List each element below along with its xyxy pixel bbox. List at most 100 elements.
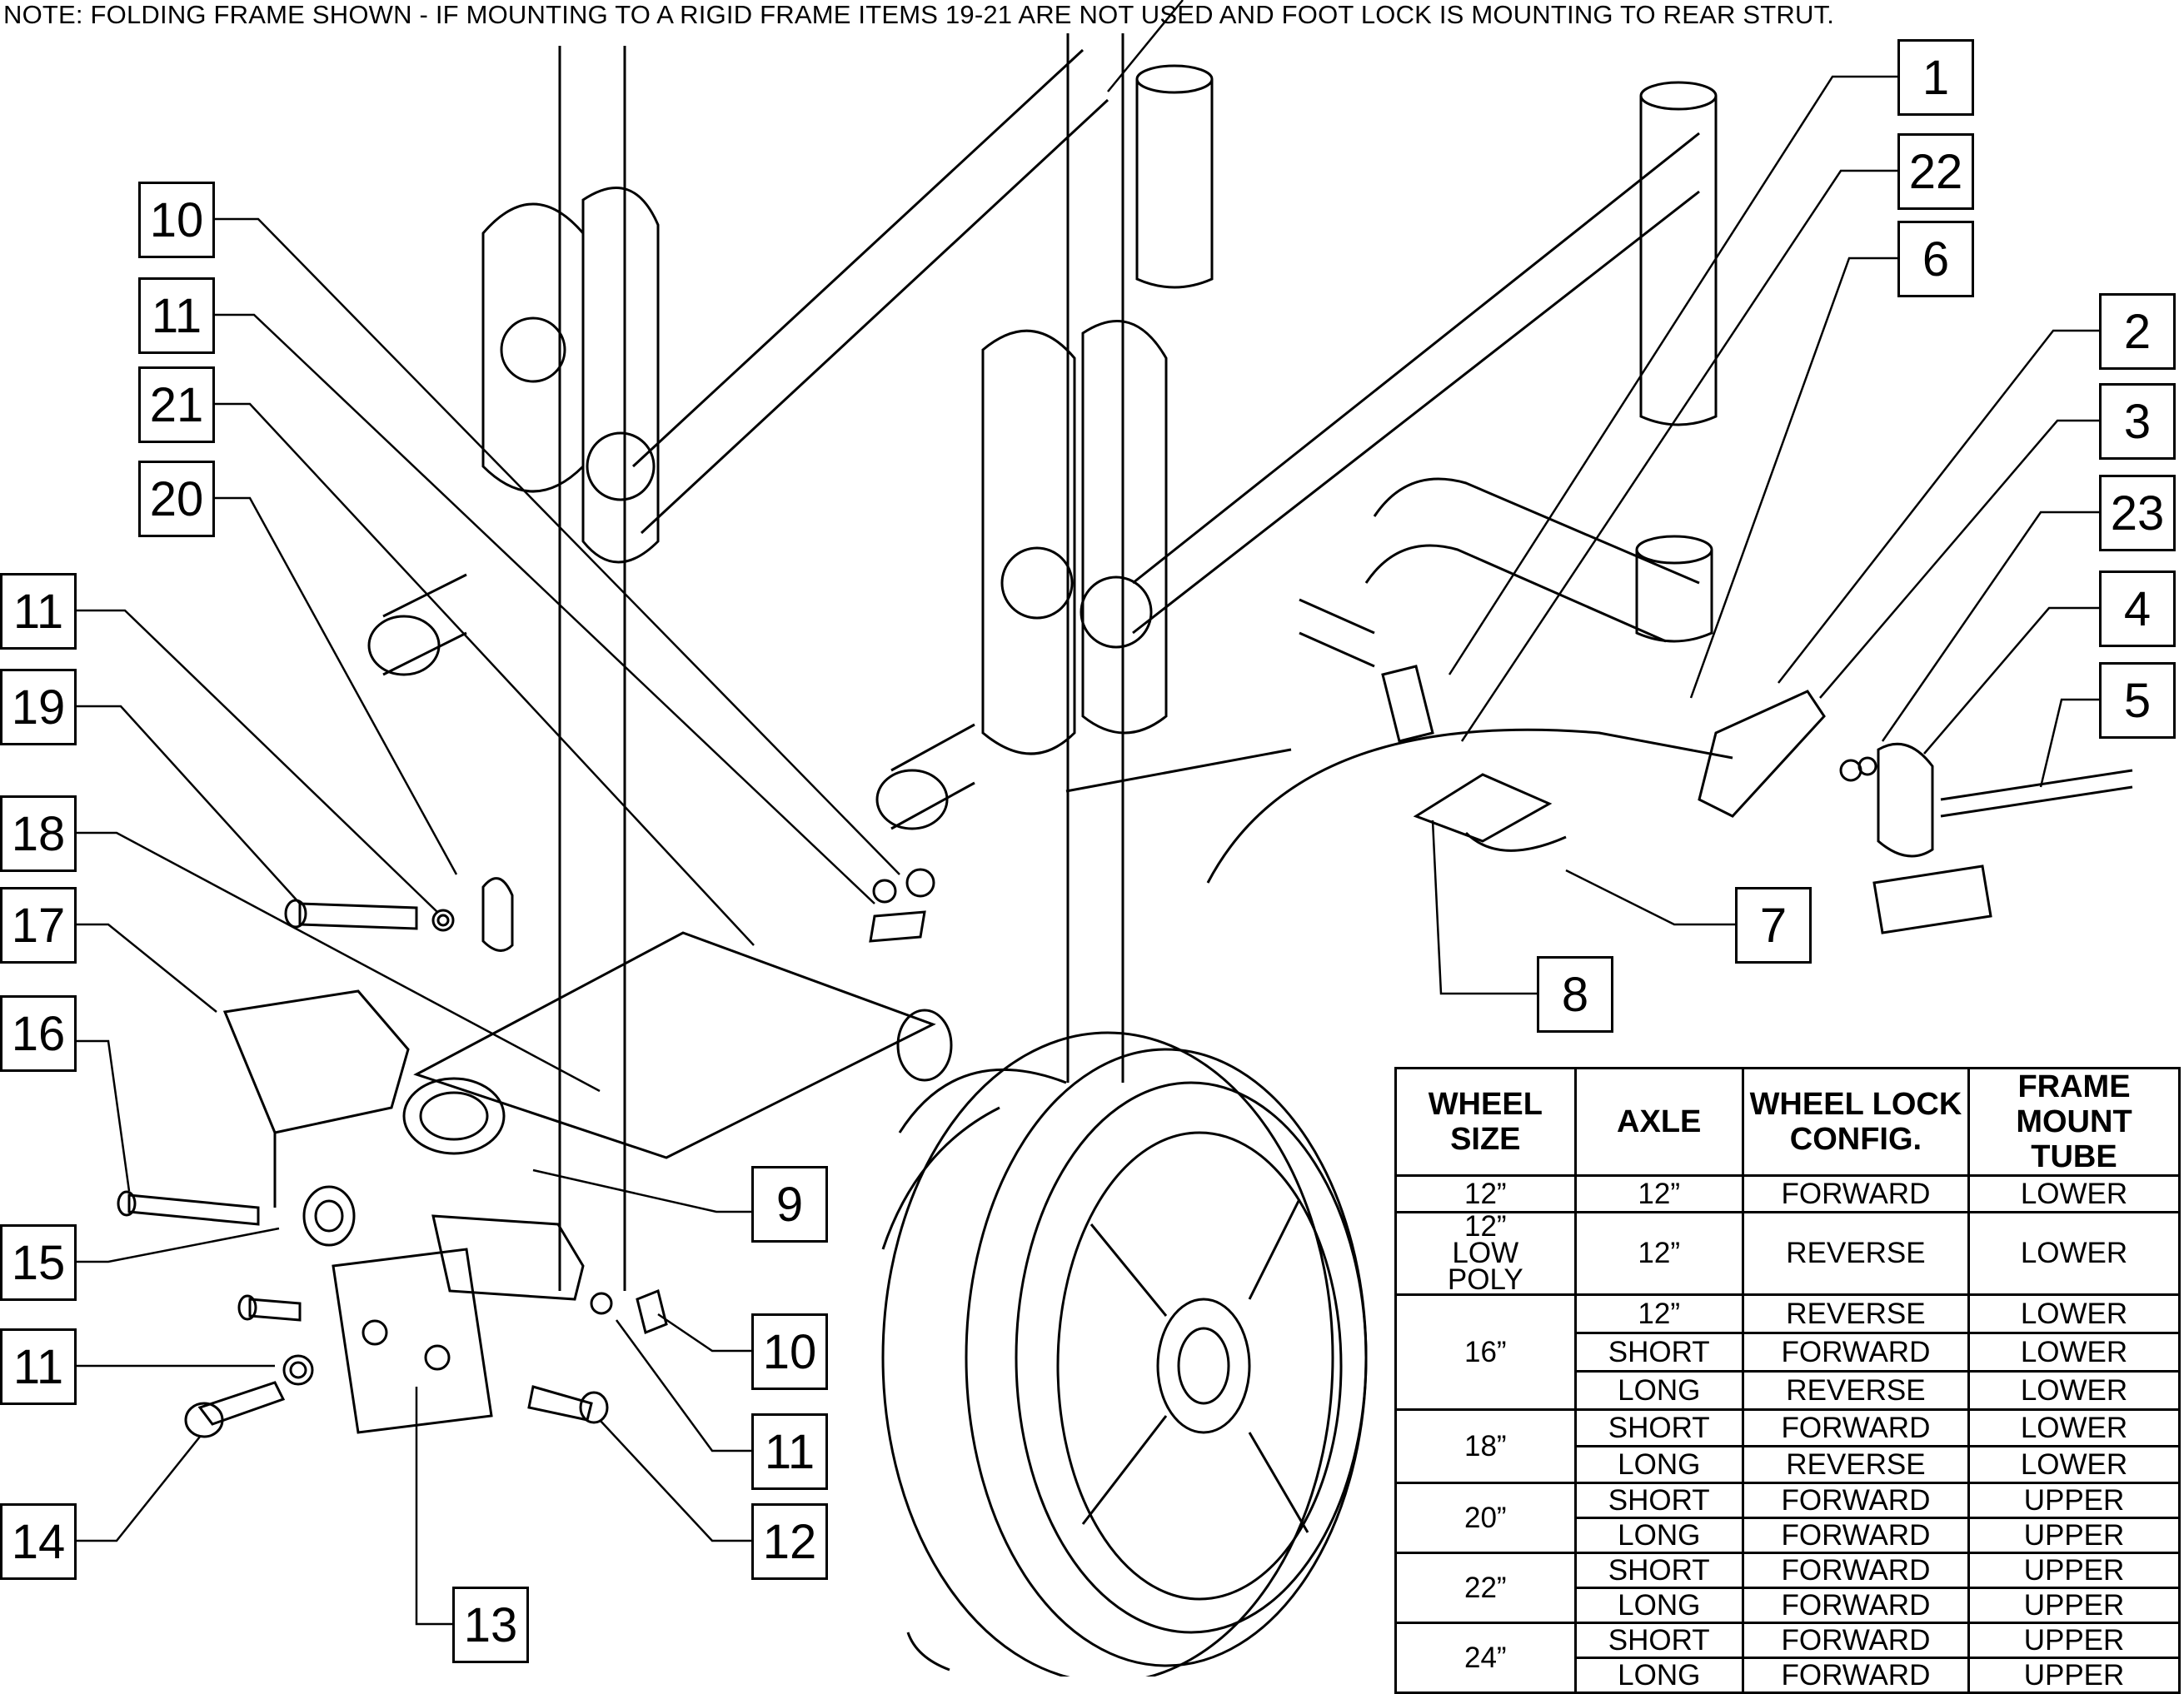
table-row: 24” SHORT FORWARD UPPER xyxy=(1394,1622,2181,1694)
hinge-plates xyxy=(481,187,1168,755)
callout-23: 23 xyxy=(2099,475,2176,551)
cell-tube: UPPER xyxy=(1967,1482,2181,1519)
callout-4: 4 xyxy=(2099,570,2176,647)
callout-17: 17 xyxy=(0,887,77,964)
exploded-hardware xyxy=(117,868,935,1438)
cell-axle: LONG xyxy=(1573,1370,1744,1411)
cell-config: REVERSE xyxy=(1741,1293,1971,1334)
cell-tube: UPPER xyxy=(1967,1552,2181,1589)
cell-config: FORWARD xyxy=(1741,1552,1971,1589)
table-header-row: WHEEL SIZE AXLE WHEEL LOCK CONFIG. FRAME… xyxy=(1394,1067,2181,1177)
callout-16: 16 xyxy=(0,995,77,1072)
cell-tube: LOWER xyxy=(1967,1445,2181,1484)
leader-lines xyxy=(77,0,2099,1626)
cell-tube: LOWER xyxy=(1967,1332,2181,1373)
cell-tube: UPPER xyxy=(1967,1657,2181,1694)
callout-5: 5 xyxy=(2099,662,2176,739)
cell-config: FORWARD xyxy=(1741,1587,1971,1624)
cell-axle: 12” xyxy=(1573,1293,1744,1334)
cell-wheel-size: 12” xyxy=(1394,1174,1577,1213)
table-row: LONG REVERSE LOWER xyxy=(1396,1445,2181,1484)
callout-12: 12 xyxy=(751,1503,828,1580)
callout-9: 9 xyxy=(751,1166,828,1243)
callout-15: 15 xyxy=(0,1224,77,1301)
table-row: 22” SHORT FORWARD UPPER xyxy=(1394,1552,2181,1624)
cell-axle: SHORT xyxy=(1573,1332,1744,1373)
cell-config: FORWARD xyxy=(1741,1408,1971,1447)
frame-uprights xyxy=(558,33,1718,1291)
cell-axle: 12” xyxy=(1573,1174,1744,1213)
callout-18: 18 xyxy=(0,795,77,872)
cell-axle: LONG xyxy=(1573,1517,1744,1554)
header-frame-mount-tube: FRAME MOUNT TUBE xyxy=(1967,1067,2181,1177)
cell-config: FORWARD xyxy=(1741,1332,1971,1373)
cell-config: FORWARD xyxy=(1741,1482,1971,1519)
cell-tube: UPPER xyxy=(1967,1622,2181,1659)
cell-tube: LOWER xyxy=(1967,1293,2181,1334)
cell-axle: LONG xyxy=(1573,1587,1744,1624)
table-row: 12” 12” FORWARD LOWER xyxy=(1394,1174,2181,1213)
header-axle: AXLE xyxy=(1573,1067,1744,1177)
table-row: LONG FORWARD UPPER xyxy=(1396,1517,2181,1554)
callout-19: 19 xyxy=(0,669,77,745)
foot-lock-assembly xyxy=(1206,598,2133,934)
callout-11-right: 11 xyxy=(751,1413,828,1490)
mounting-note: NOTE: FOLDING FRAME SHOWN - IF MOUNTING … xyxy=(3,0,1835,29)
cell-tube: UPPER xyxy=(1967,1517,2181,1554)
callout-2: 2 xyxy=(2099,293,2176,370)
cell-axle: LONG xyxy=(1573,1657,1744,1694)
cell-axle: 12” xyxy=(1573,1211,1744,1296)
table-row: LONG REVERSE LOWER xyxy=(1396,1370,2181,1411)
table-row: 12” LOW POLY 12” REVERSE LOWER xyxy=(1394,1211,2181,1296)
cell-config: FORWARD xyxy=(1741,1622,1971,1659)
cell-tube: LOWER xyxy=(1967,1408,2181,1447)
cell-config: FORWARD xyxy=(1741,1657,1971,1694)
callout-11-top: 11 xyxy=(138,277,215,354)
callout-11-left: 11 xyxy=(0,573,77,650)
callout-3: 3 xyxy=(2099,383,2176,460)
callout-6: 6 xyxy=(1897,221,1974,297)
cell-tube: LOWER xyxy=(1967,1174,2181,1213)
callout-13: 13 xyxy=(452,1587,529,1663)
cell-tube: UPPER xyxy=(1967,1587,2181,1624)
callout-22: 22 xyxy=(1897,133,1974,210)
cell-tube: LOWER xyxy=(1967,1211,2181,1296)
table-row: 16” 12” REVERSE LOWER xyxy=(1394,1293,2181,1411)
callout-21: 21 xyxy=(138,366,215,443)
cell-wheel-size: 20” xyxy=(1394,1482,1577,1554)
cell-config: REVERSE xyxy=(1741,1370,1971,1411)
cell-wheel-size: 12” LOW POLY xyxy=(1394,1211,1577,1296)
frame-rails xyxy=(631,48,1700,793)
table-row: LONG FORWARD UPPER xyxy=(1396,1587,2181,1624)
callout-10-top: 10 xyxy=(138,182,215,258)
cell-config: FORWARD xyxy=(1741,1174,1971,1213)
cell-config: REVERSE xyxy=(1741,1211,1971,1296)
cell-config: FORWARD xyxy=(1741,1517,1971,1554)
callout-7: 7 xyxy=(1735,887,1812,964)
callout-1: 1 xyxy=(1897,39,1974,116)
callout-20: 20 xyxy=(138,461,215,537)
header-wheel-lock-config: WHEEL LOCK CONFIG. xyxy=(1741,1067,1971,1177)
wheel-config-table: WHEEL SIZE AXLE WHEEL LOCK CONFIG. FRAME… xyxy=(1394,1067,2181,1694)
cell-wheel-size: 18” xyxy=(1394,1408,1577,1484)
callout-11-bottom: 11 xyxy=(0,1328,77,1405)
table-row: 20” SHORT FORWARD UPPER xyxy=(1394,1482,2181,1554)
cell-config: REVERSE xyxy=(1741,1445,1971,1484)
table-row: 18” SHORT FORWARD LOWER xyxy=(1394,1408,2181,1484)
cell-wheel-size: 22” xyxy=(1394,1552,1577,1624)
cell-tube: LOWER xyxy=(1967,1370,2181,1411)
cross-tube xyxy=(367,573,975,1159)
cell-wheel-size: 24” xyxy=(1394,1622,1577,1694)
cell-axle: SHORT xyxy=(1573,1408,1744,1447)
header-wheel-size: WHEEL SIZE xyxy=(1394,1067,1577,1177)
caster-wheel xyxy=(881,1031,1368,1677)
cell-axle: SHORT xyxy=(1573,1552,1744,1589)
cell-axle: SHORT xyxy=(1573,1622,1744,1659)
cell-axle: LONG xyxy=(1573,1445,1744,1484)
cell-axle: SHORT xyxy=(1573,1482,1744,1519)
callout-8: 8 xyxy=(1537,956,1613,1033)
callout-10-bottom: 10 xyxy=(751,1313,828,1390)
table-row: SHORT FORWARD LOWER xyxy=(1396,1332,2181,1373)
cell-wheel-size: 16” xyxy=(1394,1293,1577,1411)
